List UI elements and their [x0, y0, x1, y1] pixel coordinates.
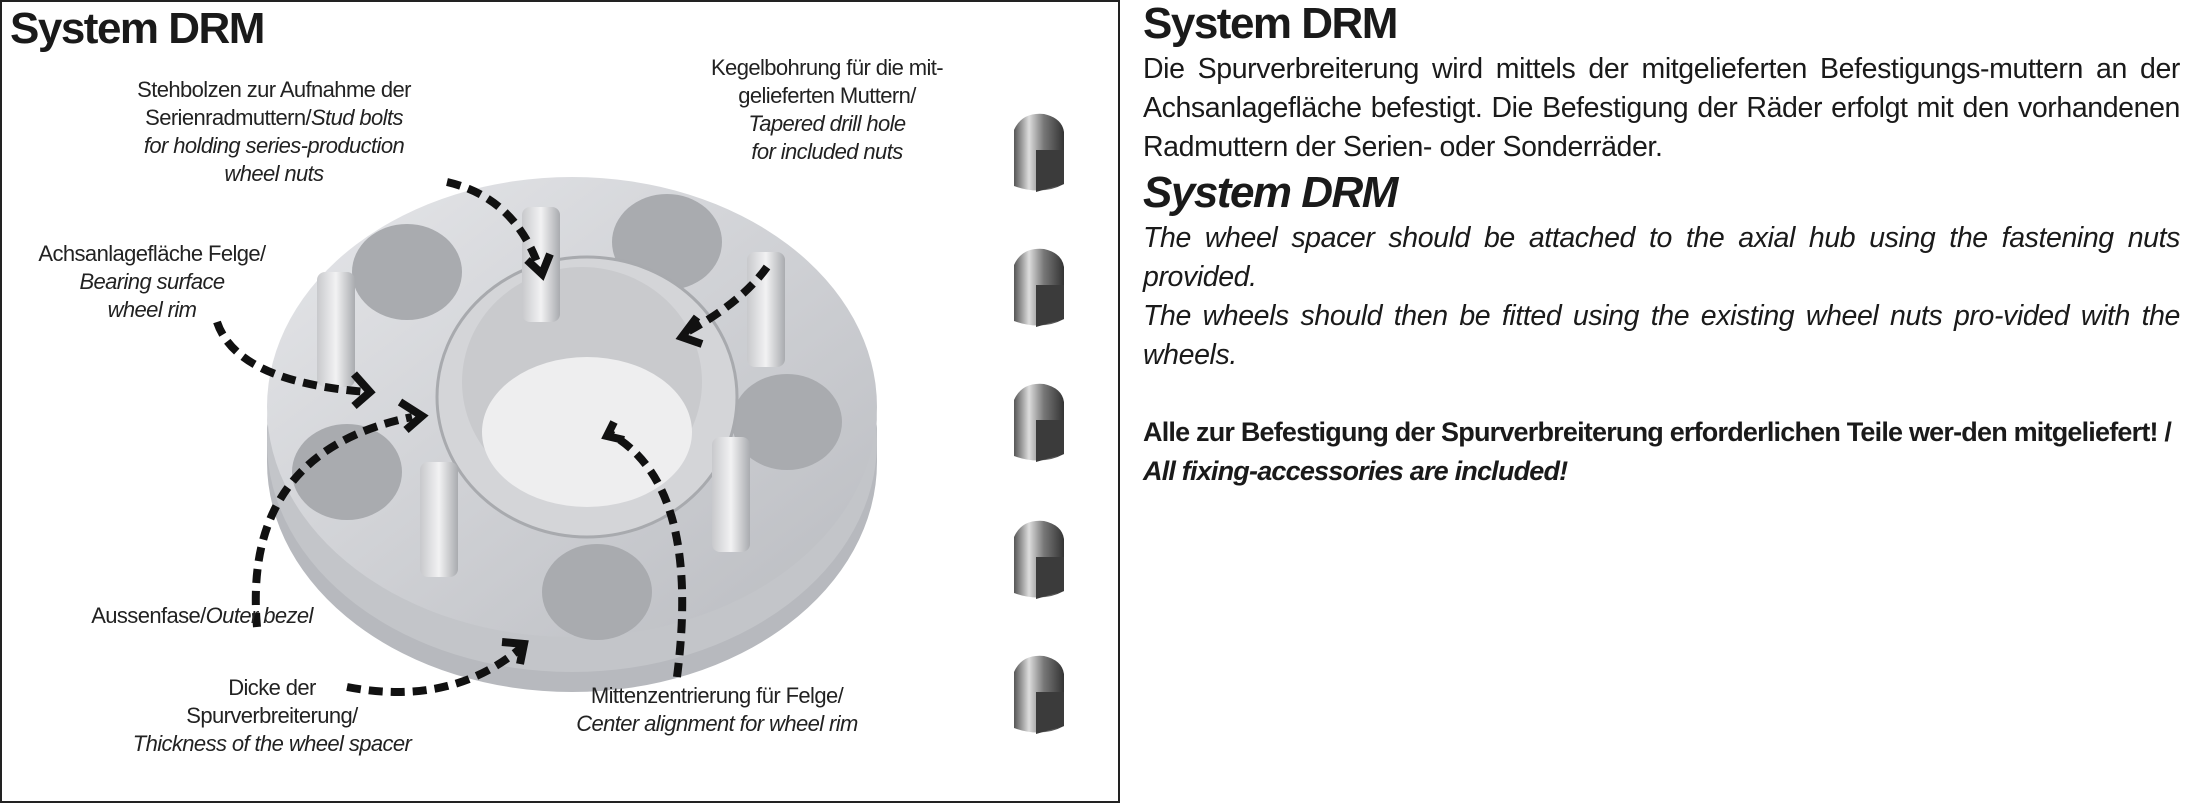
lug-nut-icon: [1002, 652, 1076, 740]
heading-en: System DRM: [1143, 168, 1398, 217]
diagram-title: System DRM: [10, 4, 265, 53]
heading-de: System DRM: [1143, 0, 1398, 48]
label-outer-bezel: Aussenfase/Outer bezel: [91, 603, 313, 628]
paragraph-de: Die Spurverbreiterung wird mittels der m…: [1143, 53, 2180, 163]
lug-nut-icon: [1002, 110, 1076, 198]
label-thickness: Dicke der Spurverbreiterung/ Thickness o…: [132, 675, 412, 756]
wheel-spacer-illustration: [213, 177, 877, 696]
lug-nut-icon: [1002, 380, 1076, 468]
label-center-alignment: Mittenzentrierung für Felge/ Center alig…: [576, 683, 858, 736]
label-tapered-drill-hole: Kegelbohrung für die mit- gelieferten Mu…: [710, 55, 944, 164]
included-parts-note: Alle zur Befestigung der Spurverbreiteru…: [1143, 417, 2172, 486]
description-panel: System DRM Die Spurverbreiterung wird mi…: [1143, 0, 2180, 491]
lug-nut-icon: [1002, 517, 1076, 605]
lug-nut-icon: [1002, 245, 1076, 333]
paragraph-en-2: The wheels should then be fitted using t…: [1143, 300, 2180, 371]
paragraph-en-1: The wheel spacer should be attached to t…: [1143, 222, 2180, 293]
label-bearing-surface: Achsanlagefläche Felge/ Bearing surface …: [38, 241, 266, 322]
label-stud-bolts: Stehbolzen zur Aufnahme der Serienradmut…: [137, 77, 411, 186]
diagram-panel: System DRM: [0, 0, 1120, 803]
